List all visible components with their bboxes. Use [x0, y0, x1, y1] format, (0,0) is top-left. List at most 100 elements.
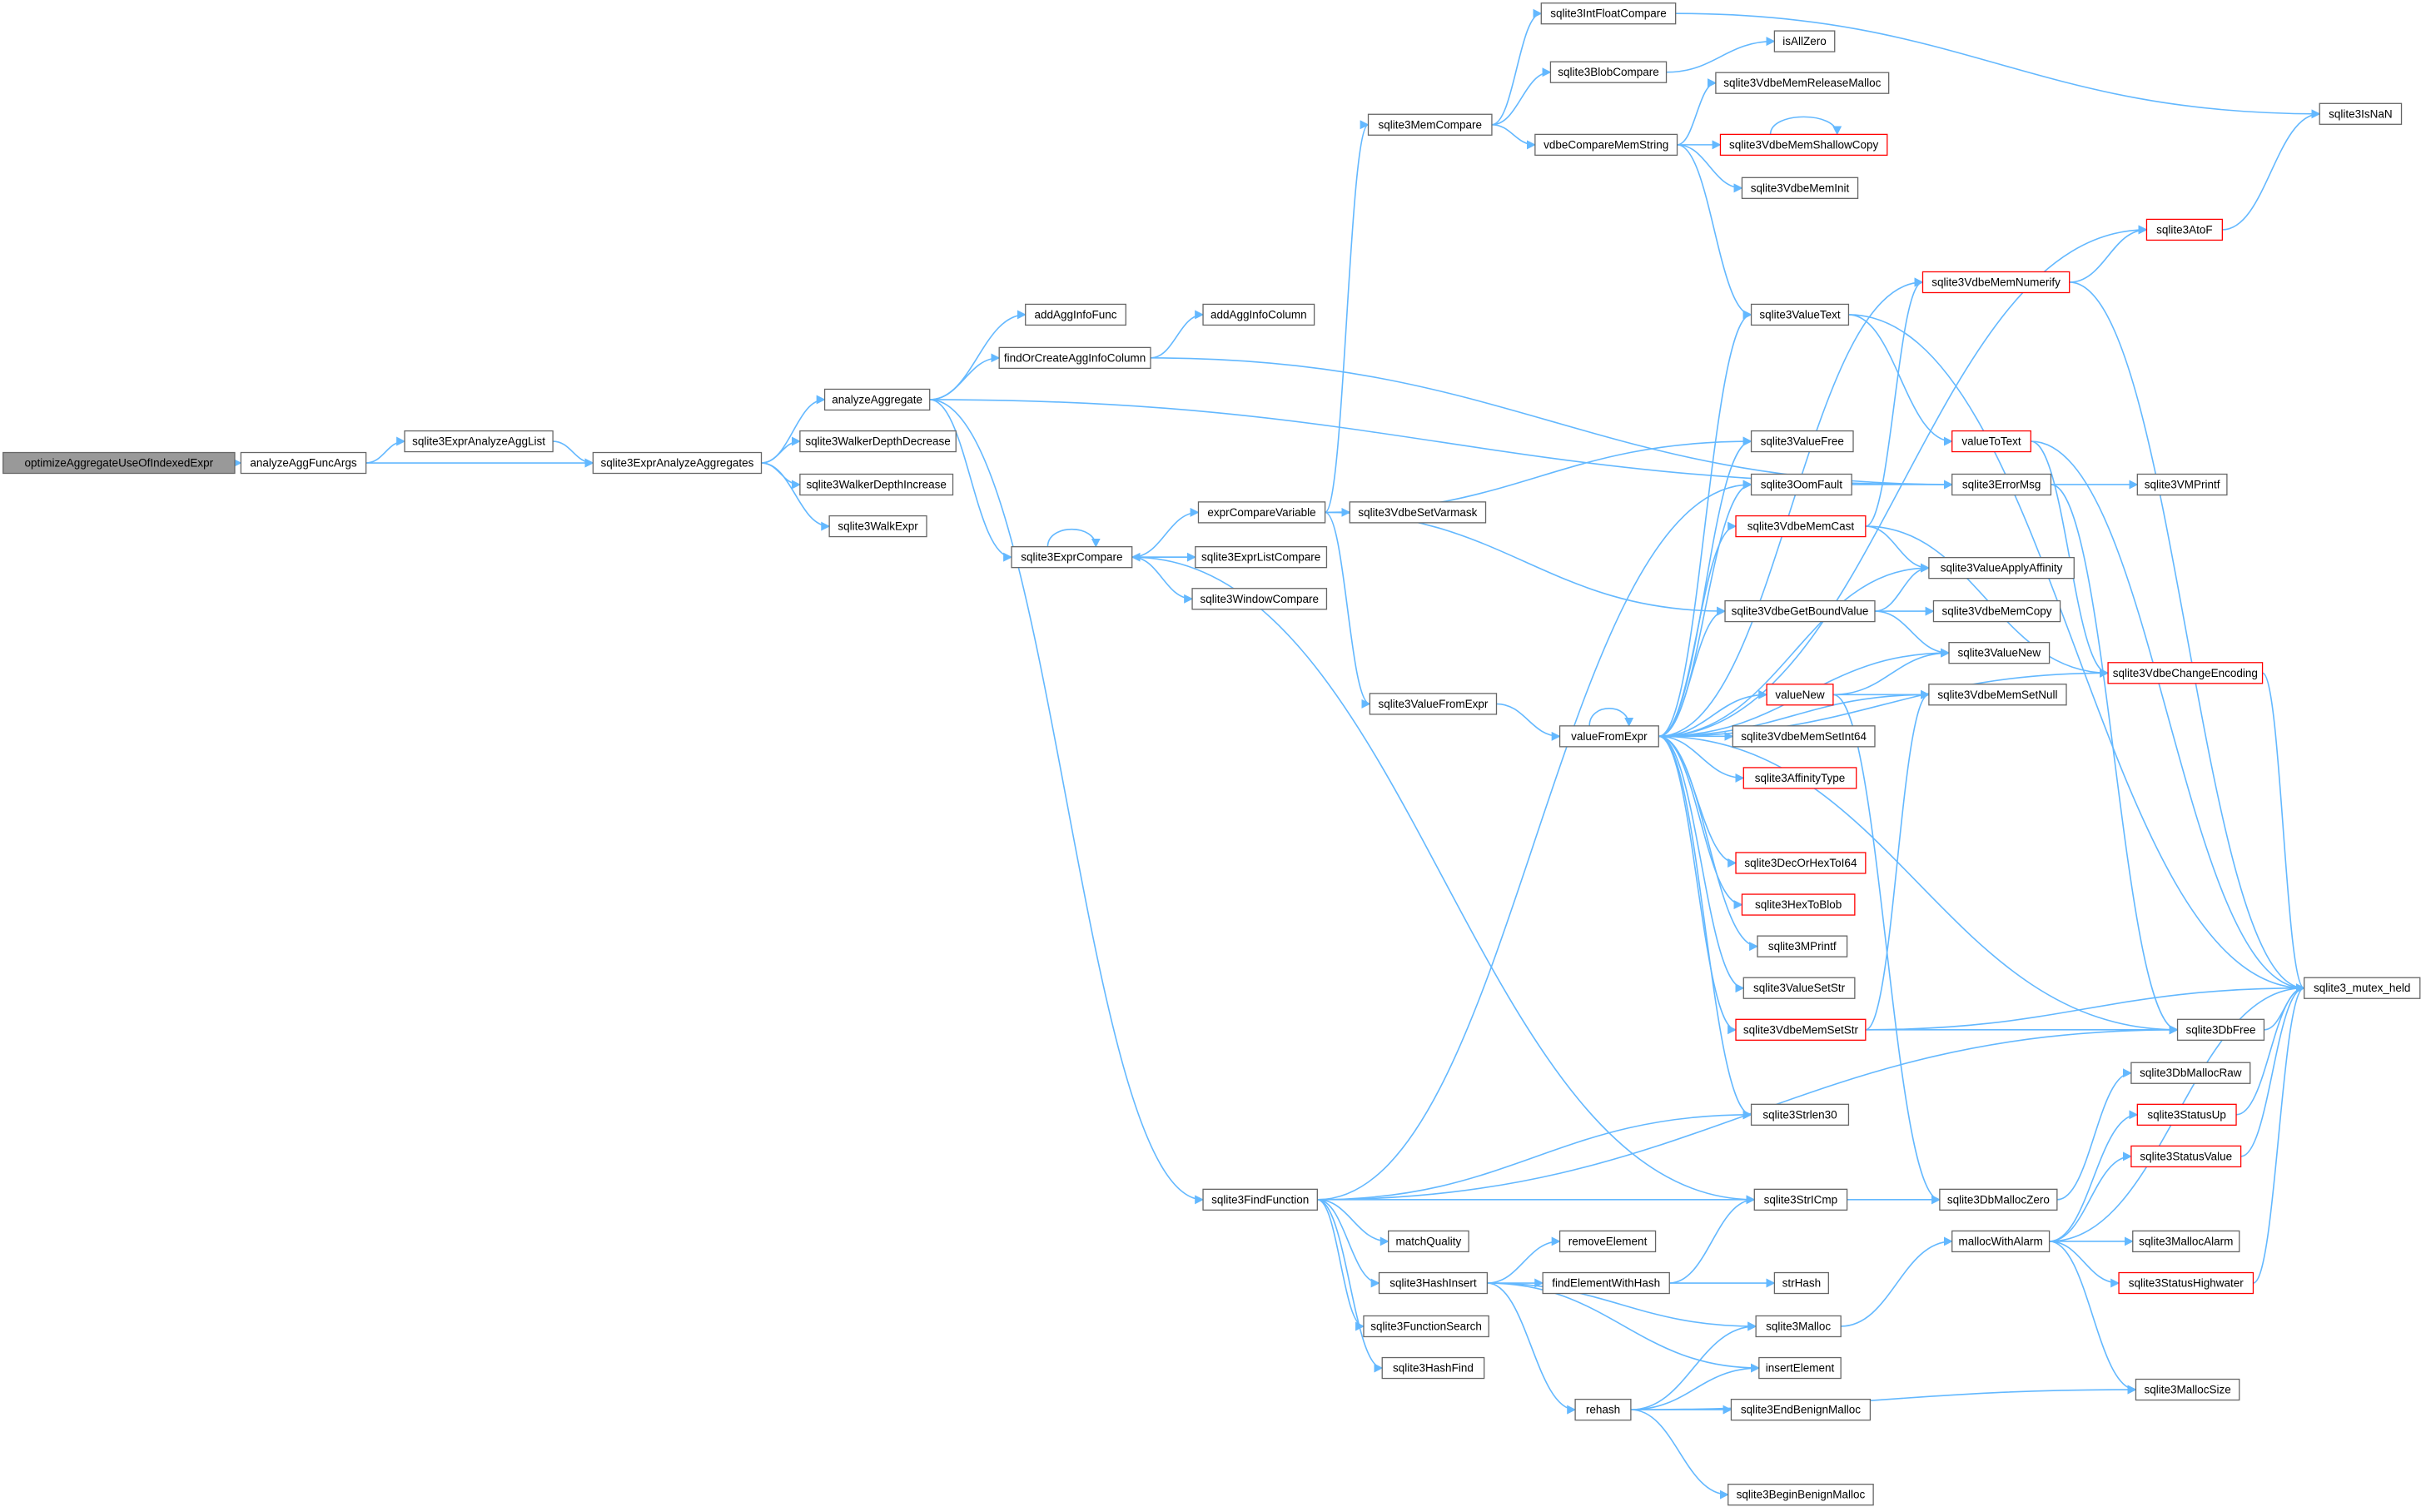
graph-node-sqlite3VdbeMemCast[interactable]: sqlite3VdbeMemCast [1735, 515, 1867, 538]
graph-node-sqlite3MPrintf[interactable]: sqlite3MPrintf [1757, 935, 1848, 957]
graph-node-sqlite3ValueApplyAffinity[interactable]: sqlite3ValueApplyAffinity [1928, 557, 2075, 579]
graph-node-sqlite3BlobCompare[interactable]: sqlite3BlobCompare [1549, 61, 1668, 83]
edge-vdbeCompareMemString-to-sqlite3VdbeMemInit [1677, 144, 1743, 193]
graph-node-sqlite3WalkExpr[interactable]: sqlite3WalkExpr [828, 515, 927, 538]
graph-node-sqlite3StatusUp[interactable]: sqlite3StatusUp [2136, 1103, 2237, 1126]
node-box [1540, 2, 1677, 25]
node-label: sqlite3ExprAnalyzeAggregates [600, 457, 753, 470]
graph-node-sqlite3AtoF[interactable]: sqlite3AtoF [2145, 218, 2223, 241]
graph-node-sqlite3Malloc[interactable]: sqlite3Malloc [1755, 1315, 1842, 1338]
node-label: sqlite3BeginBenignMalloc [1737, 1489, 1866, 1501]
graph-node-sqlite3BeginBenignMalloc[interactable]: sqlite3BeginBenignMalloc [1728, 1484, 1874, 1506]
graph-node-sqlite3VdbeMemSetStr[interactable]: sqlite3VdbeMemSetStr [1735, 1018, 1867, 1041]
graph-node-sqlite3WalkerDepthIncrease[interactable]: sqlite3WalkerDepthIncrease [799, 473, 954, 496]
graph-node-exprCompareVariable[interactable]: exprCompareVariable [1197, 501, 1326, 524]
graph-node-sqlite3DbMallocRaw[interactable]: sqlite3DbMallocRaw [2130, 1062, 2251, 1084]
graph-node-findOrCreateAggInfoColumn[interactable]: findOrCreateAggInfoColumn [998, 346, 1151, 370]
graph-node-sqlite3HashFind[interactable]: sqlite3HashFind [1381, 1356, 1485, 1380]
node-box [1378, 1271, 1489, 1295]
edge-vdbeCompareMemString-to-sqlite3VdbeMemReleaseMalloc [1677, 78, 1718, 146]
graph-node-sqlite3ExprAnalyzeAggregates[interactable]: sqlite3ExprAnalyzeAggregates [592, 451, 763, 475]
graph-node-sqlite3IsNaN[interactable]: sqlite3IsNaN [2319, 102, 2403, 125]
edge-sqlite3DbMallocZero-to-sqlite3DbMallocRaw [2056, 1068, 2132, 1201]
graph-node-sqlite3IntFloatCompare[interactable]: sqlite3IntFloatCompare [1540, 2, 1677, 25]
graph-node-sqlite3VdbeMemInit[interactable]: sqlite3VdbeMemInit [1741, 177, 1859, 199]
graph-node-sqlite3VdbeMemShallowCopy[interactable]: sqlite3VdbeMemShallowCopy [1719, 133, 1888, 157]
node-box [1735, 1018, 1867, 1041]
node-label: sqlite3HashInsert [1389, 1277, 1477, 1290]
graph-node-removeElement[interactable]: removeElement [1558, 1230, 1657, 1253]
graph-node-sqlite3VdbeChangeEncoding[interactable]: sqlite3VdbeChangeEncoding [2107, 662, 2264, 684]
node-box [1948, 642, 2051, 664]
graph-node-insertElement[interactable]: insertElement [1758, 1356, 1842, 1380]
graph-node-valueFromExpr[interactable]: valueFromExpr [1558, 725, 1659, 748]
edge-vdbeCompareMemString-to-sqlite3ValueText [1677, 144, 1752, 320]
graph-node-sqlite3VdbeGetBoundValue[interactable]: sqlite3VdbeGetBoundValue [1724, 599, 1876, 623]
graph-node-sqlite3WalkerDepthDecrease[interactable]: sqlite3WalkerDepthDecrease [799, 430, 957, 453]
graph-node-sqlite3StatusHighwater[interactable]: sqlite3StatusHighwater [2118, 1271, 2254, 1295]
graph-node-findElementWithHash[interactable]: findElementWithHash [1542, 1271, 1670, 1295]
graph-node-sqlite3ValueSetStr[interactable]: sqlite3ValueSetStr [1742, 977, 1856, 999]
graph-node-optimizeAggregateUseOfIndexedExpr[interactable]: optimizeAggregateUseOfIndexedExpr [2, 451, 236, 475]
edge-sqlite3ValueText-to-sqlite3_mutex_held [1848, 314, 2305, 993]
graph-node-addAggInfoFunc[interactable]: addAggInfoFunc [1025, 303, 1126, 326]
edge-valueFromExpr-to-sqlite3VdbeMemSetStr [1658, 735, 1737, 1035]
graph-node-valueToText[interactable]: valueToText [1951, 430, 2031, 453]
edge-findOrCreateAggInfoColumn-to-addAggInfoColumn [1150, 310, 1205, 359]
graph-node-isAllZero[interactable]: isAllZero [1773, 30, 1836, 52]
edge-sqlite3ValueFromExpr-to-valueFromExpr [1496, 703, 1561, 741]
graph-node-sqlite3Strlen30[interactable]: sqlite3Strlen30 [1750, 1103, 1850, 1126]
graph-node-sqlite3AffinityType[interactable]: sqlite3AffinityType [1742, 767, 1857, 789]
graph-node-valueNew[interactable]: valueNew [1766, 684, 1834, 706]
graph-node-sqlite3DbMallocZero[interactable]: sqlite3DbMallocZero [1939, 1188, 2058, 1211]
graph-node-sqlite3ValueFree[interactable]: sqlite3ValueFree [1750, 430, 1854, 453]
graph-node-sqlite3HexToBlob[interactable]: sqlite3HexToBlob [1741, 893, 1856, 916]
edge-rehash-to-sqlite3MallocSize [1630, 1385, 2137, 1410]
graph-node-sqlite3VdbeMemNumerify[interactable]: sqlite3VdbeMemNumerify [1921, 271, 2071, 294]
graph-node-sqlite3VdbeMemReleaseMalloc[interactable]: sqlite3VdbeMemReleaseMalloc [1715, 72, 1890, 94]
graph-node-rehash[interactable]: rehash [1574, 1398, 1632, 1421]
graph-node-sqlite3ExprListCompare[interactable]: sqlite3ExprListCompare [1195, 546, 1328, 569]
graph-node-addAggInfoColumn[interactable]: addAggInfoColumn [1202, 303, 1315, 326]
graph-node-sqlite3HashInsert[interactable]: sqlite3HashInsert [1378, 1271, 1489, 1295]
graph-node-sqlite3ErrorMsg[interactable]: sqlite3ErrorMsg [1951, 473, 2052, 496]
graph-node-sqlite3MallocSize[interactable]: sqlite3MallocSize [2135, 1378, 2240, 1401]
graph-node-sqlite3VdbeMemCopy[interactable]: sqlite3VdbeMemCopy [1932, 599, 2061, 623]
graph-node-analyzeAggregate[interactable]: analyzeAggregate [823, 388, 931, 411]
graph-node-sqlite3VMPrintf[interactable]: sqlite3VMPrintf [2136, 473, 2228, 496]
graph-node-sqlite3StatusValue[interactable]: sqlite3StatusValue [2130, 1145, 2242, 1168]
graph-node-sqlite3WindowCompare[interactable]: sqlite3WindowCompare [1191, 588, 1328, 610]
node-box [1766, 684, 1834, 706]
graph-node-sqlite3FindFunction[interactable]: sqlite3FindFunction [1202, 1188, 1318, 1211]
graph-node-strHash[interactable]: strHash [1773, 1271, 1829, 1295]
edge-sqlite3ExprAnalyzeAggregates-to-sqlite3WalkerDepthDecrease [761, 436, 801, 464]
node-label: insertElement [1766, 1362, 1835, 1375]
graph-node-sqlite3DecOrHexToI64[interactable]: sqlite3DecOrHexToI64 [1735, 852, 1867, 874]
graph-node-sqlite3MallocAlarm[interactable]: sqlite3MallocAlarm [2132, 1230, 2240, 1253]
edge-valueFromExpr-to-sqlite3DbFree [1658, 735, 2179, 1035]
graph-node-sqlite3MemCompare[interactable]: sqlite3MemCompare [1367, 113, 1493, 136]
edge-sqlite3ExprCompare-to-exprCompareVariable [1131, 507, 1200, 558]
node-label: sqlite3FunctionSearch [1370, 1320, 1482, 1332]
graph-node-sqlite3FunctionSearch[interactable]: sqlite3FunctionSearch [1363, 1315, 1489, 1338]
graph-node-sqlite3ValueText[interactable]: sqlite3ValueText [1750, 303, 1850, 326]
graph-node-sqlite3ExprAnalyzeAggList[interactable]: sqlite3ExprAnalyzeAggList [404, 430, 554, 453]
graph-node-sqlite3StrICmp[interactable]: sqlite3StrICmp [1753, 1188, 1848, 1211]
graph-node-sqlite3DbFree[interactable]: sqlite3DbFree [2176, 1018, 2265, 1041]
graph-node-mallocWithAlarm[interactable]: mallocWithAlarm [1951, 1230, 2051, 1253]
graph-node-sqlite3VdbeSetVarmask[interactable]: sqlite3VdbeSetVarmask [1349, 501, 1487, 524]
edge-exprCompareVariable-to-sqlite3MemCompare [1324, 120, 1370, 514]
graph-node-sqlite3_mutex_held[interactable]: sqlite3_mutex_held [2304, 977, 2421, 999]
graph-node-analyzeAggFuncArgs[interactable]: analyzeAggFuncArgs [240, 451, 367, 475]
graph-node-sqlite3ExprCompare[interactable]: sqlite3ExprCompare [1011, 546, 1133, 569]
graph-node-sqlite3ValueNew[interactable]: sqlite3ValueNew [1948, 642, 2051, 664]
graph-node-sqlite3VdbeMemSetInt64[interactable]: sqlite3VdbeMemSetInt64 [1732, 725, 1876, 748]
graph-node-matchQuality[interactable]: matchQuality [1387, 1230, 1469, 1253]
graph-node-vdbeCompareMemString[interactable]: vdbeCompareMemString [1534, 133, 1678, 157]
graph-node-sqlite3OomFault[interactable]: sqlite3OomFault [1750, 473, 1852, 496]
graph-node-sqlite3VdbeMemSetNull[interactable]: sqlite3VdbeMemSetNull [1928, 684, 2067, 706]
graph-node-sqlite3EndBenignMalloc[interactable]: sqlite3EndBenignMalloc [1730, 1398, 1872, 1421]
node-label: sqlite3ExprAnalyzeAggList [412, 435, 545, 448]
node-label: sqlite3MemCompare [1378, 118, 1482, 131]
graph-node-sqlite3ValueFromExpr[interactable]: sqlite3ValueFromExpr [1369, 693, 1498, 715]
